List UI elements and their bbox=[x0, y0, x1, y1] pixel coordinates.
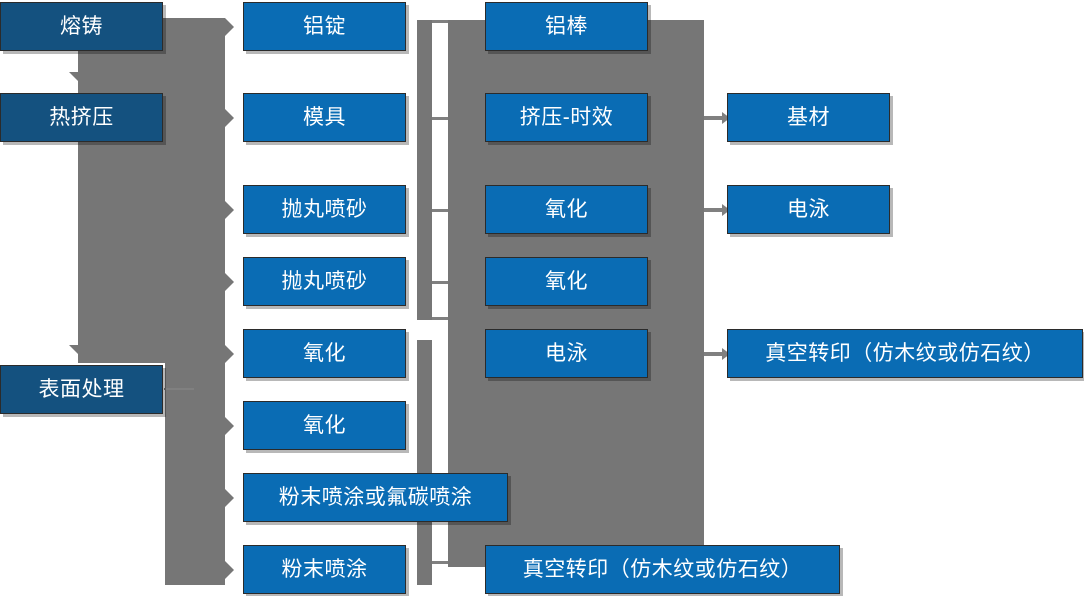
step1-box-mold[interactable]: 模具 bbox=[243, 93, 406, 142]
result-arrow-2 bbox=[704, 204, 730, 216]
result-label-1: 基材 bbox=[787, 106, 830, 129]
stage-label-1: 熔铸 bbox=[60, 15, 103, 38]
step1-label-7: 粉末喷涂或氟碳喷涂 bbox=[278, 486, 473, 509]
step1-label-6: 氧化 bbox=[303, 414, 346, 437]
result-label-2: 电泳 bbox=[787, 198, 830, 221]
step1-label-4: 抛丸喷砂 bbox=[281, 270, 368, 293]
down-arrow-to-hot-extrusion bbox=[69, 72, 87, 81]
step1-label-8: 粉末喷涂 bbox=[281, 558, 368, 581]
result-box-electrophoresis[interactable]: 电泳 bbox=[727, 185, 890, 234]
step2-box-oxidation-2[interactable]: 氧化 bbox=[485, 257, 648, 306]
step1-box-shot-blasting-2[interactable]: 抛丸喷砂 bbox=[243, 257, 406, 306]
step2-label-4: 氧化 bbox=[545, 270, 588, 293]
left-band-arrow-1 bbox=[225, 18, 234, 36]
stage-label-2: 热挤压 bbox=[49, 106, 114, 129]
step2-label-1: 铝棒 bbox=[545, 15, 588, 38]
left-band-arrow-5 bbox=[225, 345, 234, 363]
result-label-3: 真空转印（仿木纹或仿石纹） bbox=[765, 342, 1045, 365]
stage-box-hot-extrusion[interactable]: 热挤压 bbox=[0, 93, 163, 142]
middle-tick-1 bbox=[432, 20, 450, 23]
step2-box-electrophoresis[interactable]: 电泳 bbox=[485, 329, 648, 378]
middle-narrow-bar-lower bbox=[417, 340, 432, 585]
step1-box-aluminum-ingot[interactable]: 铝锭 bbox=[243, 2, 406, 51]
stage-box-surface-treatment[interactable]: 表面处理 bbox=[0, 365, 163, 414]
step2-label-6: 真空转印（仿木纹或仿石纹） bbox=[522, 558, 803, 581]
step2-label-2: 挤压-时效 bbox=[519, 106, 614, 129]
step2-box-vacuum-transfer-printing[interactable]: 真空转印（仿木纹或仿石纹） bbox=[485, 545, 840, 594]
step2-box-aluminum-bar[interactable]: 铝棒 bbox=[485, 2, 648, 51]
result-arrow-3 bbox=[704, 348, 730, 360]
result-box-substrate[interactable]: 基材 bbox=[727, 93, 890, 142]
step1-label-3: 抛丸喷砂 bbox=[281, 198, 368, 221]
step1-label-1: 铝锭 bbox=[303, 15, 346, 38]
step2-label-3: 氧化 bbox=[545, 198, 588, 221]
middle-tick-6 bbox=[432, 561, 450, 564]
step1-box-powder-or-fluorocarbon-coating[interactable]: 粉末喷涂或氟碳喷涂 bbox=[243, 473, 508, 522]
stage-label-3: 表面处理 bbox=[38, 378, 125, 401]
left-connector-band-lower bbox=[165, 363, 225, 585]
step1-label-5: 氧化 bbox=[303, 342, 346, 365]
left-band-arrow-4 bbox=[225, 273, 234, 291]
step2-box-oxidation-1[interactable]: 氧化 bbox=[485, 185, 648, 234]
step1-box-oxidation-1[interactable]: 氧化 bbox=[243, 329, 406, 378]
middle-tick-2 bbox=[432, 117, 450, 120]
left-connector-band-upper bbox=[78, 18, 225, 363]
left-band-arrow-3 bbox=[225, 201, 234, 219]
stage-box-melting-casting[interactable]: 熔铸 bbox=[0, 2, 163, 51]
result-arrow-1 bbox=[704, 112, 730, 124]
left-band-arrow-7 bbox=[225, 489, 234, 507]
middle-tick-5 bbox=[432, 317, 450, 320]
left-band-arrow-8 bbox=[225, 561, 234, 579]
surface-treatment-link-line bbox=[164, 388, 194, 390]
left-band-arrow-2 bbox=[225, 109, 234, 127]
step1-box-powder-coating[interactable]: 粉末喷涂 bbox=[243, 545, 406, 594]
step2-box-extrusion-aging[interactable]: 挤压-时效 bbox=[485, 93, 648, 142]
step1-label-2: 模具 bbox=[303, 106, 346, 129]
step2-label-5: 电泳 bbox=[545, 342, 588, 365]
middle-tick-4 bbox=[432, 281, 450, 284]
down-arrow-to-surface-treatment bbox=[69, 345, 87, 354]
left-band-arrow-6 bbox=[225, 417, 234, 435]
middle-narrow-bar-upper bbox=[417, 20, 432, 320]
step1-box-shot-blasting-1[interactable]: 抛丸喷砂 bbox=[243, 185, 406, 234]
result-box-vacuum-transfer-printing[interactable]: 真空转印（仿木纹或仿石纹） bbox=[727, 329, 1083, 378]
step1-box-oxidation-2[interactable]: 氧化 bbox=[243, 401, 406, 450]
middle-tick-3 bbox=[432, 209, 450, 212]
